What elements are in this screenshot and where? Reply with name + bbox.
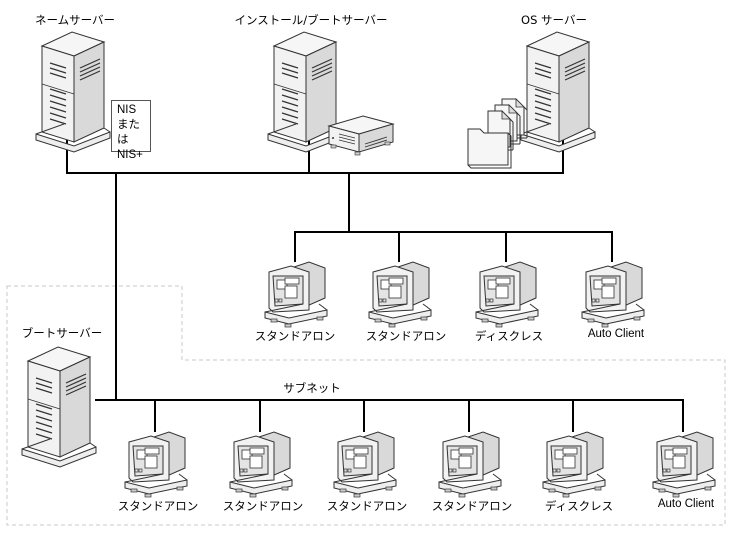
workstation-icon [438,431,502,498]
client-label: スタンドアロン [431,499,513,513]
subnet-boundary [6,285,726,526]
nis-note-line: または [117,119,140,146]
client-label: ディスクレス [474,329,544,343]
boot-server-icon [21,346,97,468]
subnet-label: サブネット [283,381,341,395]
network-cables [66,125,684,432]
client-label: ディスクレス [544,499,614,513]
workstation-icon [652,431,716,498]
cdrom-drive-icon [328,115,394,156]
workstation-icon [124,431,188,498]
install-boot-server-label: インストール/ブートサーバー [234,13,388,27]
nis-note-line: NIS+ [117,149,143,161]
nis-note: NIS または NIS+ [111,100,151,161]
workstation-icon [542,431,606,498]
client-label: スタンドアロン [222,499,304,513]
name-server-icon [35,31,111,153]
workstation-icon [581,261,645,328]
subnet-bus [95,399,684,432]
client-label: スタンドアロン [117,499,199,513]
name-server-label: ネームサーバー [34,13,116,27]
boot-server-label: ブートサーバー [21,326,103,340]
client-label: Auto Client [587,328,645,340]
workstation-icon [229,431,293,498]
client-label: スタンドアロン [365,329,447,343]
workstation-icon [475,261,539,328]
client-label: Auto Client [657,498,715,510]
files-icon [467,98,528,169]
workstation-icon [264,261,328,328]
os-server-icon [520,31,596,153]
os-server-label: OS サーバー [521,13,587,27]
nis-note-line: NIS [117,104,137,116]
workstation-icon [333,431,397,498]
workstation-icon [368,261,432,328]
client-label: スタンドアロン [254,329,336,343]
client-label: スタンドアロン [326,499,408,513]
